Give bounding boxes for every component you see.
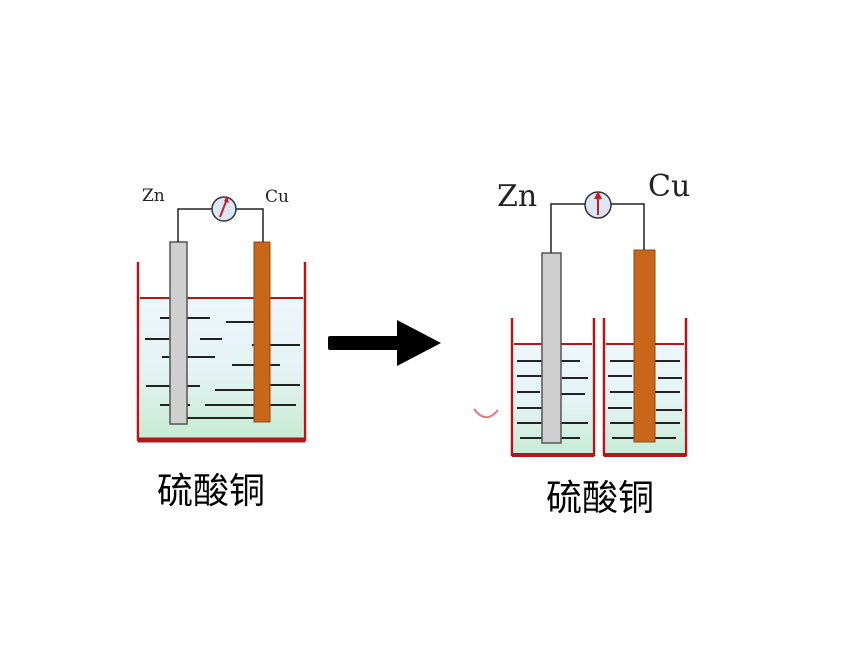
- right-galvanometer: [584, 191, 612, 219]
- left-cu-label: Cu: [265, 187, 289, 207]
- right-wire-zn: [550, 203, 585, 253]
- left-cell: Zn Cu 硫酸铜: [136, 186, 307, 512]
- left-zinc-electrode: [169, 241, 188, 425]
- transform-arrow: [328, 320, 441, 366]
- left-wire-cu: [236, 208, 264, 242]
- left-galvanometer: [211, 196, 237, 222]
- left-solution-lines: [145, 317, 300, 419]
- right-copper-electrode: [633, 249, 656, 443]
- right-cu-label: Cu: [648, 169, 690, 204]
- left-solution: [140, 298, 303, 438]
- right-zinc-electrode: [541, 252, 562, 444]
- left-wire-zn: [177, 208, 212, 242]
- right-wire-cu: [611, 203, 645, 250]
- right-solution-label: 硫酸铜: [546, 478, 654, 519]
- left-zn-label: Zn: [142, 186, 165, 206]
- red-arc-mark: [473, 408, 499, 419]
- left-copper-electrode: [253, 241, 271, 423]
- right-zn-label: Zn: [497, 179, 537, 214]
- right-cell: Zn Cu 硫酸铜: [473, 169, 690, 519]
- left-solution-label: 硫酸铜: [157, 471, 265, 512]
